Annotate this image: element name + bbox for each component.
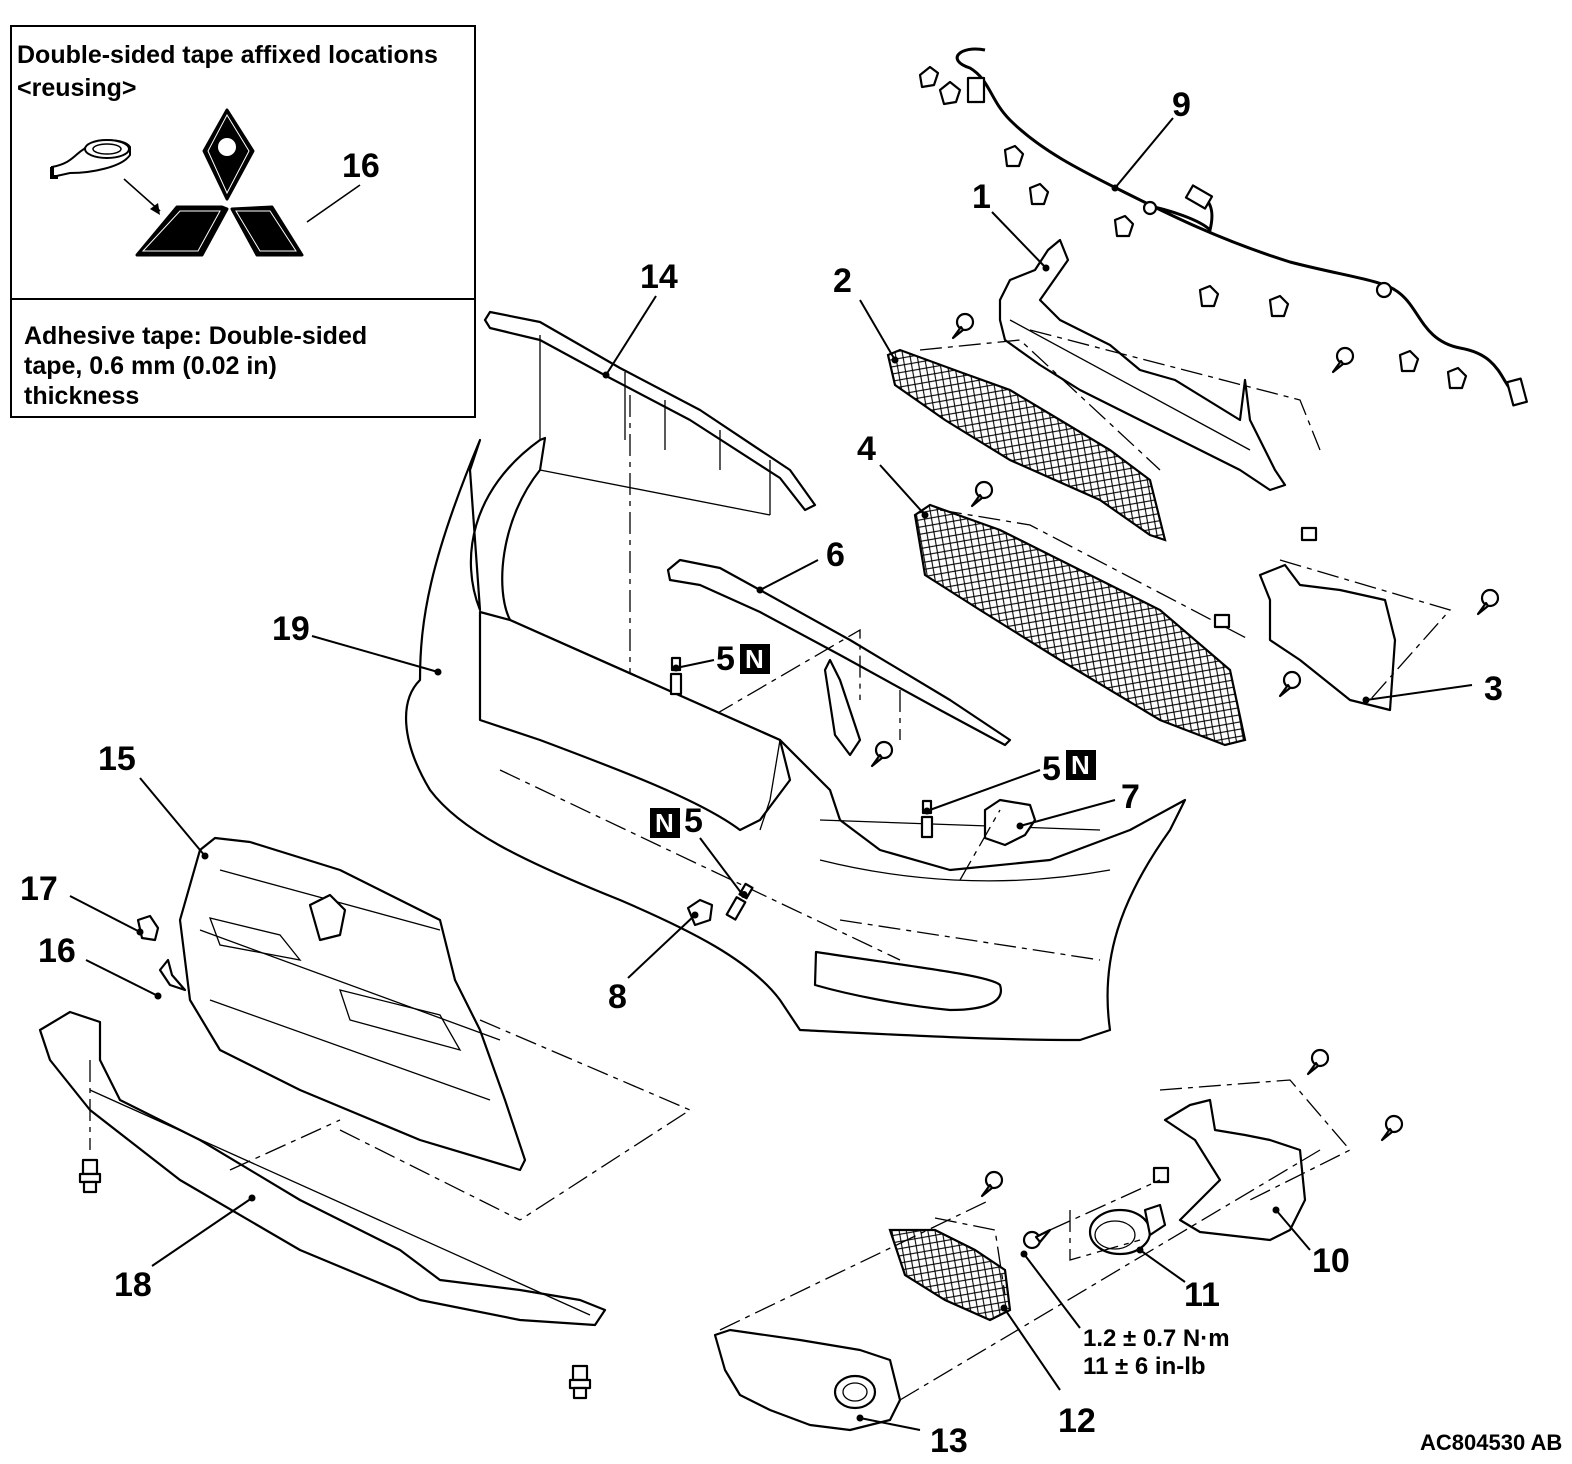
three-diamond-emblem-icon [135,108,304,257]
part-7-sensor-bracket [959,798,1116,881]
part-14-upper-strip [483,295,817,700]
svg-text:N: N [1071,750,1090,780]
harness-clips [1003,144,1468,390]
tape-spec-line1: Adhesive tape: Double-sided [24,322,368,350]
callout-14: 14 [640,258,678,296]
part-12-fog-mesh [888,1217,1061,1391]
tape-roll-icon [50,139,131,179]
tape-spec-text: Adhesive tape: Double-sided tape, 0.6 mm… [24,321,454,411]
callout-16: 16 [38,932,76,970]
callout-18: 18 [114,1266,152,1304]
callout-11: 11 [1184,1276,1220,1314]
part-6-center-beam [666,558,1012,757]
part-18-lower-lip [38,1010,607,1400]
n-badge-5c: N [650,808,680,838]
svg-text:N: N [745,644,764,674]
torque-spec-imperial: 11 ± 6 in-lb [1083,1353,1206,1380]
callout-13: 13 [930,1422,968,1460]
non-reusable-badges: N N N [650,644,1096,838]
callout-12: 12 [1058,1402,1096,1440]
callout-5a: 5 [716,640,735,678]
emblem-tape-illustration: 16 [50,108,380,257]
svg-text:N: N [655,808,674,838]
callout-labels: 1 2 3 4 5 5 5 6 7 8 9 10 11 12 13 14 15 … [20,86,1503,1460]
callout-4: 4 [857,430,876,468]
callout-3: 3 [1484,670,1503,708]
tape-spec-line3: thickness [24,382,140,410]
callout-10: 10 [1312,1242,1350,1280]
part-15-grille [139,777,692,1221]
part-11-fog-lamp [1020,1166,1186,1329]
part-9-wiring-harness [918,47,1528,407]
part-5-clips [669,656,1041,921]
callout-9: 9 [1172,86,1191,124]
part-3-side-bracket [1213,526,1473,712]
part-2-upper-mesh [859,299,1167,542]
part-13-fog-bezel [713,1149,1321,1432]
tape-note-inset: Double-sided tape affixed locations <reu… [10,25,476,418]
inset-title-line1: Double-sided tape affixed locations [17,41,438,69]
part-16-emblem [85,958,187,1000]
part-17-clip [69,895,160,942]
callout-17: 17 [20,870,58,908]
inset-callout-16: 16 [342,147,380,185]
callout-6: 6 [826,536,845,574]
part-8-bracket [627,898,714,979]
callout-19: 19 [272,610,310,648]
callout-5b: 5 [1042,750,1061,788]
part-10-foglamp-bracket [1159,1079,1352,1251]
part-4-lower-mesh [879,464,1251,747]
part-19-bumper-cover [311,436,1187,1042]
torque-spec-metric: 1.2 ± 0.7 N·m [1083,1325,1230,1352]
figure-reference-code: AC804530 AB [1420,1430,1562,1455]
tape-spec-line2: tape, 0.6 mm (0.02 in) [24,352,277,380]
inset-title: Double-sided tape affixed locations <reu… [17,39,438,105]
n-badge-5a: N [740,644,770,674]
callout-7: 7 [1121,778,1140,816]
callout-15: 15 [98,740,136,778]
callout-5c: 5 [684,802,703,840]
inset-illustration-panel: Double-sided tape affixed locations <reu… [12,27,474,300]
callout-2: 2 [833,262,852,300]
callout-8: 8 [608,978,627,1016]
n-badge-5b: N [1066,750,1096,780]
inset-title-line2: <reusing> [17,74,137,102]
part-1-upper-bracket [991,211,1321,492]
callout-1: 1 [972,178,991,216]
